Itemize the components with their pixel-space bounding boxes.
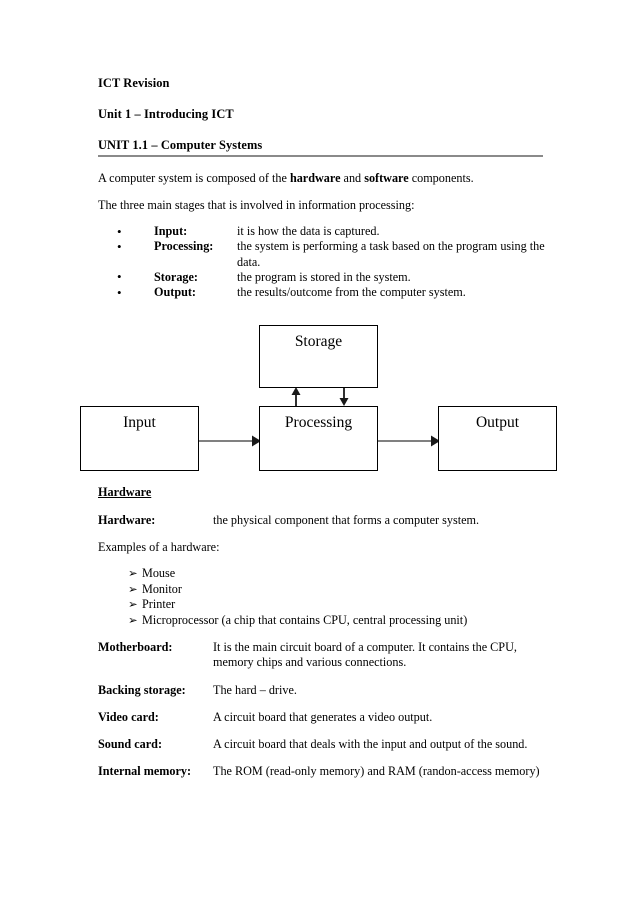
definition-label: Motherboard: xyxy=(98,639,173,654)
list-item: • Storage: the program is stored in the sy… xyxy=(117,269,548,285)
bullet-icon: • xyxy=(117,269,122,285)
definition-label: Hardware: xyxy=(98,513,156,527)
arrow-bullet-icon: ➢ xyxy=(128,581,138,596)
list-item: ➢ Mouse xyxy=(98,566,548,581)
intro-text-3: components. xyxy=(408,171,474,185)
stage-description: the results/outcome from the computer sy… xyxy=(237,285,466,300)
stages-list: • Input: it is how the data is captured. •… xyxy=(98,224,548,300)
definition-value: A circuit board that deals with the inpu… xyxy=(213,737,528,752)
diagram-box-input[interactable]: Input xyxy=(80,406,199,471)
definition-row: Video card: A circuit board that generat… xyxy=(98,710,548,725)
example-text: Monitor xyxy=(142,581,182,596)
intro-bold-software: software xyxy=(364,171,409,185)
intro-text-1: A computer system is composed of the xyxy=(98,171,290,185)
list-item: ➢ Microprocessor (a chip that contains CP… xyxy=(98,613,548,628)
example-text: Microprocessor (a chip that contains CPU… xyxy=(142,612,468,627)
list-item: ➢ Printer xyxy=(98,597,548,612)
hardware-heading: Hardware xyxy=(98,485,152,499)
example-text: Printer xyxy=(142,597,176,612)
document-body: ICT Revision Unit 1 – Introducing ICT UN… xyxy=(98,76,548,300)
stage-label: Processing: xyxy=(154,239,214,254)
components-definition-list: Motherboard: It is the main circuit boar… xyxy=(98,640,548,780)
list-item: • Processing: the system is performing a t… xyxy=(117,239,548,270)
examples-intro-paragraph: Examples of a hardware: xyxy=(98,540,220,555)
bullet-icon: • xyxy=(117,223,122,239)
hardware-definition-row: Hardware: the physical component that fo… xyxy=(98,513,548,528)
definition-value: A circuit board that generates a video o… xyxy=(213,709,433,724)
stage-label: Output: xyxy=(154,285,196,300)
definition-value: the physical component that forms a comp… xyxy=(213,513,480,527)
diagram-box-processing[interactable]: Processing xyxy=(259,406,378,471)
definition-label: Sound card: xyxy=(98,737,163,752)
diagram-box-storage[interactable]: Storage xyxy=(259,325,378,388)
definition-value: The ROM (read-only memory) and RAM (rand… xyxy=(213,764,540,779)
list-item: ➢ Monitor xyxy=(98,582,548,597)
hardware-section: Hardware Hardware: the physical componen… xyxy=(98,483,548,780)
doc-title-unit1: Unit 1 – Introducing ICT xyxy=(98,107,234,121)
intro-text-2: and xyxy=(340,171,365,185)
arrow-bullet-icon: ➢ xyxy=(128,597,138,612)
stages-intro-paragraph: The three main stages that is involved i… xyxy=(98,198,415,212)
definition-row: Internal memory: The ROM (read-only memo… xyxy=(98,764,548,779)
definition-value: The hard – drive. xyxy=(213,682,297,697)
list-item: • Input: it is how the data is captured. xyxy=(117,224,548,239)
definition-label: Internal memory: xyxy=(98,764,192,779)
list-item: • Output: the results/outcome from the com… xyxy=(117,285,548,300)
definition-label: Backing storage: xyxy=(98,682,186,697)
intro-paragraph: A computer system is composed of the har… xyxy=(98,171,548,186)
definition-value: It is the main circuit board of a comput… xyxy=(213,639,517,670)
example-text: Mouse xyxy=(142,566,176,581)
diagram-box-output[interactable]: Output xyxy=(438,406,557,471)
doc-title-ict-revision: ICT Revision xyxy=(98,76,170,90)
intro-bold-hardware: hardware xyxy=(289,171,341,185)
stage-label: Input: xyxy=(154,224,188,238)
bullet-icon: • xyxy=(117,238,122,254)
definition-row: Backing storage: The hard – drive. xyxy=(98,683,548,698)
stage-description: the system is performing a task based on… xyxy=(237,239,545,269)
arrow-bullet-icon: ➢ xyxy=(128,566,138,581)
bullet-icon: • xyxy=(117,284,122,300)
stage-label: Storage: xyxy=(154,269,198,284)
definition-row: Motherboard: It is the main circuit boar… xyxy=(98,640,548,671)
stage-description: the program is stored in the system. xyxy=(237,269,411,284)
doc-title-unit1-1: UNIT 1.1 – Computer Systems xyxy=(98,138,543,157)
definition-label: Video card: xyxy=(98,709,159,724)
arrow-bullet-icon: ➢ xyxy=(128,612,138,627)
hardware-examples-list: ➢ Mouse ➢ Monitor ➢ Printer ➢ Microprocessor… xyxy=(98,566,548,628)
definition-row: Sound card: A circuit board that deals w… xyxy=(98,737,548,752)
stage-description: it is how the data is captured. xyxy=(237,224,380,238)
